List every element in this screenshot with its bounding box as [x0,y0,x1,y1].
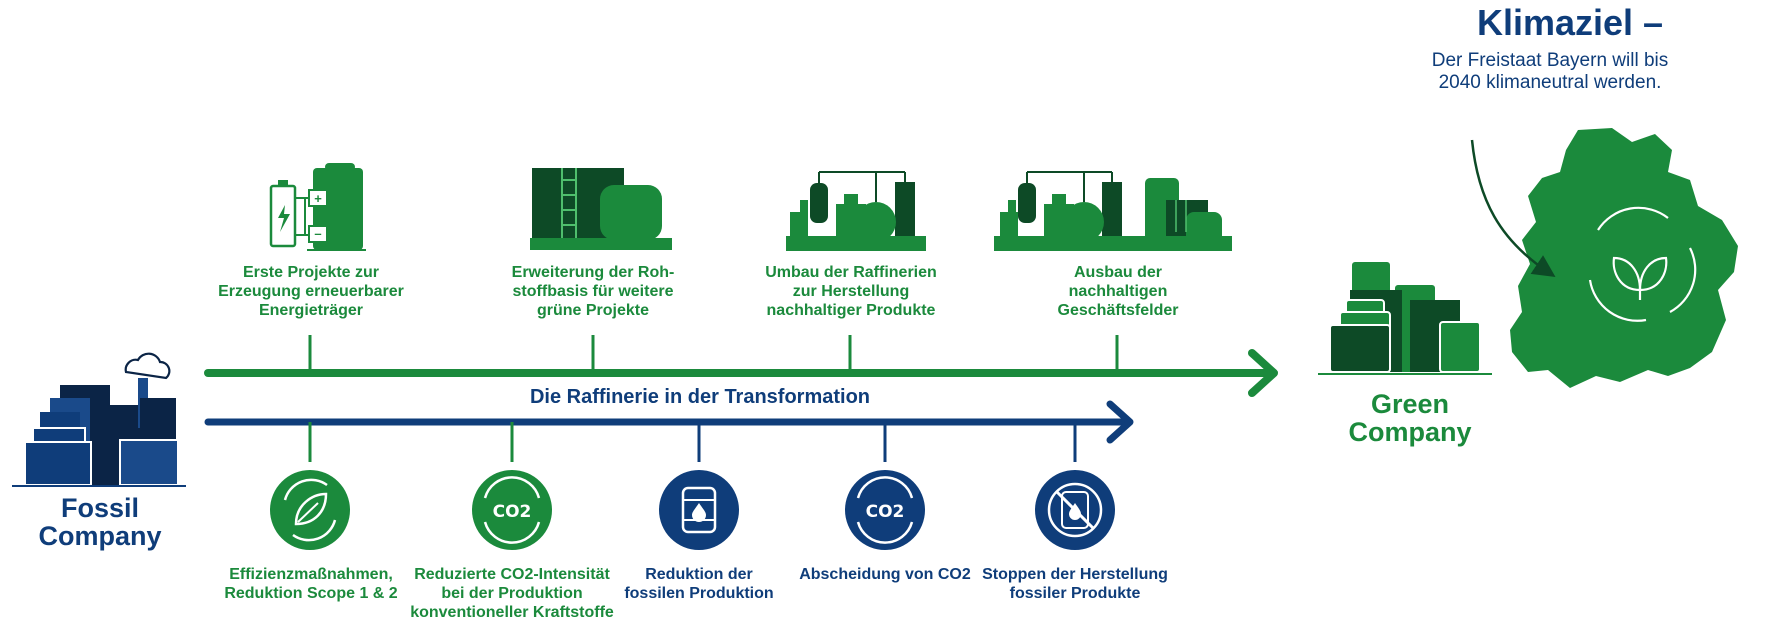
co2-icon: CO2 [472,470,552,550]
fossil-company-label: Fossil Company [38,493,162,552]
co2-badge-1: CO2 [493,502,532,522]
blue-step-label-4: Abscheidung von CO2 [799,566,971,583]
green-arrow [204,335,1278,397]
green-step-label-4: Ausbau der nachhaltigen Geschäftsfelder [1057,264,1179,319]
goal-subtitle: Der Freistaat Bayern will bis 2040 klima… [1431,50,1669,94]
blue-step-label-3: Reduktion der fossilen Produktion [624,566,774,602]
svg-text:–: – [314,226,321,241]
blue-step-label-2: Reduzierte CO2-Intensität bei der Produk… [410,566,614,621]
refinery-icon [786,171,926,251]
green-company-label: Green Company [1348,389,1472,448]
fossil-factory-icon [12,352,186,487]
crossed-barrel-icon [1035,470,1115,550]
co2-badge-2: CO2 [866,502,905,522]
oil-barrel-icon [659,470,739,550]
blue-arrow [204,400,1134,462]
green-step-label-1: Erste Projekte zur Erzeugung erneuerbare… [218,264,404,319]
goal-title: Klimaziel – [1476,2,1664,43]
svg-text:+: + [314,191,322,206]
refinery-expanded-icon [994,171,1232,251]
blue-step-label-5: Stoppen der Herstellung fossiler Produkt… [982,566,1168,602]
leaf-cycle-icon [270,470,350,550]
bavaria-map-icon [1510,128,1738,388]
transformation-title: Die Raffinerie in der Transformation [529,386,871,408]
storage-tank-icon [530,168,672,250]
battery-tank-icon: + – [269,163,366,251]
green-factory-icon [1318,262,1492,375]
blue-step-label-1: Effizienzmaßnahmen, Reduktion Scope 1 & … [224,566,398,602]
green-step-label-3: Umbau der Raffinerien zur Herstellung na… [765,264,937,319]
goal-pointer-arrow [1470,139,1556,277]
co2-capture-icon: CO2 [845,470,925,550]
green-step-label-2: Erweiterung der Roh- stoffbasis für weit… [511,264,675,319]
